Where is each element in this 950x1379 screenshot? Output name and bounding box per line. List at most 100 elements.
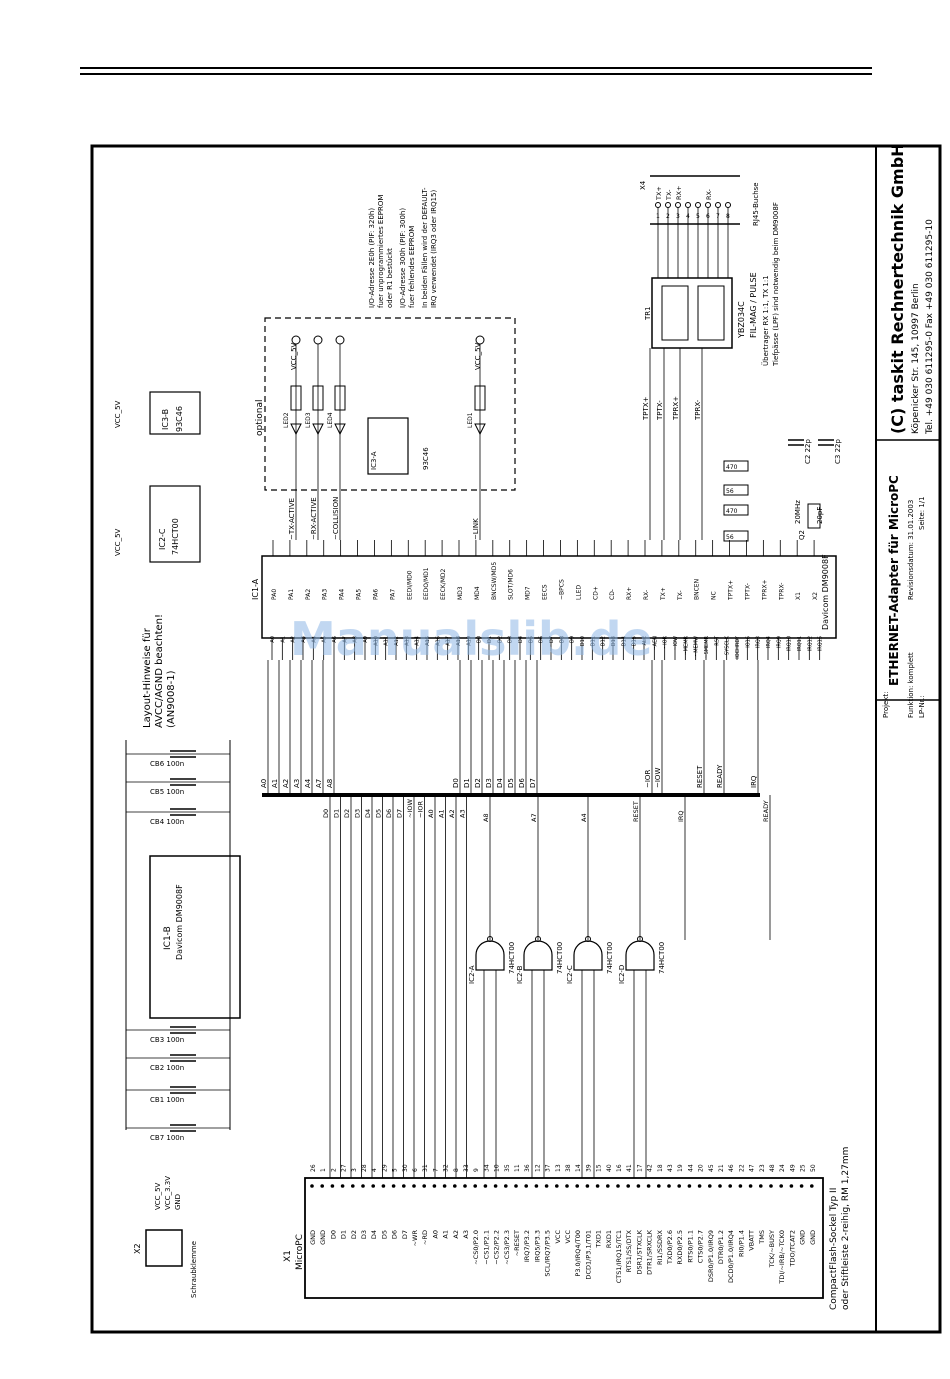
svg-text:74HCT00: 74HCT00 (171, 518, 180, 555)
x1-pin-label: RXD1 (605, 1230, 613, 1248)
ic1a-pin-label: BNCSW/MD5 (491, 562, 498, 600)
x1-pin (422, 1184, 427, 1188)
ic1a-pin-label: MD3 (457, 586, 464, 600)
eth-net-label: TPTX+ (642, 396, 650, 421)
nand-gate (625, 940, 655, 971)
rj45-pin (705, 202, 711, 208)
ic1a-pin-label: ALE (642, 636, 648, 645)
x1-pin-number: 31 (422, 1164, 429, 1172)
svg-text:Schraubklemme: Schraubklemme (190, 1241, 198, 1298)
filter-resistor (723, 484, 749, 496)
x1-pin-number: 38 (565, 1164, 572, 1172)
ic1a-pin-label: D1 (487, 636, 493, 643)
ic1a-pin-label: IRQ10 (787, 636, 793, 651)
drop-label: A4 (580, 813, 588, 822)
optional-led-box: optional LED2~TX-ACTIVELED3~RX-ACTIVELED… (255, 317, 516, 540)
xtal-cap-label: C3 22p (834, 439, 842, 464)
io-note-line: fuer unprogrammiertes EEPROM (377, 195, 385, 308)
led-ref: LED1 (467, 412, 474, 428)
bus-label: A8 (326, 779, 334, 788)
x1-pin (585, 1184, 590, 1188)
x1-pin-number: 48 (769, 1164, 776, 1172)
title-block: (C) taskit Rechnertechnik GmbH Köpenicke… (875, 143, 940, 1332)
x1-pin (330, 1184, 335, 1188)
layout-note: Layout-Hinweise für AVCC/AGND beachten! … (142, 614, 177, 728)
cap-label: CB3 100n (150, 1036, 184, 1044)
x1-pin (728, 1184, 732, 1188)
x1-pin-number: 14 (575, 1164, 582, 1172)
x1-pin-label: D4 (370, 1230, 378, 1239)
drop-label: D4 (364, 809, 372, 818)
vcc-terminal (313, 335, 323, 345)
x1-pin-number: 1 (320, 1168, 327, 1172)
svg-text:TR1: TR1 (644, 306, 652, 321)
drop-label: A2 (448, 809, 456, 818)
x1-pin-number: 36 (524, 1164, 531, 1172)
ic1a-pin-label: D7 (549, 636, 555, 643)
x1-pin (718, 1184, 722, 1188)
ic1a-pin-label: IRQ12 (807, 636, 813, 651)
ic1a-pin-label: PA1 (288, 589, 295, 600)
x1-pin (646, 1184, 651, 1188)
io-note-line: I/O-Adresse 2E0h (PIF: 320h) (368, 208, 376, 308)
vcc-label: VCC_5V (290, 342, 298, 370)
x1-pin-label: D1 (340, 1230, 348, 1239)
gate-ref: IC2-A (468, 965, 476, 984)
company-phone: Tel. +49 030 611295-0 Fax +49 030 611295… (925, 219, 935, 435)
ic1a-pin-label: A1 (280, 636, 286, 643)
x1-pin-number: 21 (718, 1164, 725, 1172)
ic1a-pin-label: RX+ (626, 587, 633, 600)
x1-pin-number: 18 (657, 1164, 664, 1172)
led-net-label: ~COLLISION (332, 497, 340, 540)
x1-pin (759, 1184, 763, 1188)
x1-pin-label: RXD0/P2.5 (676, 1230, 684, 1265)
x1-pin-number: 25 (800, 1164, 807, 1172)
svg-text:IC3-A: IC3-A (370, 451, 378, 470)
ic1a-pin-label: EEDO/MD1 (423, 567, 430, 600)
x1-pin-label: RTS1/SS/DTX (625, 1229, 633, 1272)
x1-pin-number: 16 (616, 1164, 623, 1172)
ic1a-pin-label: D8 (559, 636, 565, 643)
x1-pin-number: 50 (810, 1164, 817, 1172)
x1-pin-label: D5 (380, 1230, 388, 1239)
ic1a-pin-label: A16 (435, 636, 441, 646)
rj45-pin (665, 202, 671, 208)
bus-label: D7 (529, 778, 537, 788)
ic1a-pin-label: D11 (590, 636, 596, 646)
bus-label: D2 (474, 778, 482, 788)
svg-text:VCC_5V: VCC_5V (114, 528, 122, 556)
ic1a-pin-label: TPTX- (744, 583, 751, 601)
x1-pin-number: 8 (453, 1168, 460, 1172)
svg-text:optional: optional (255, 400, 265, 436)
x1-pin-label: ~RD (421, 1230, 429, 1245)
x1-pin (412, 1184, 416, 1188)
crystal-q2 (807, 503, 821, 529)
ic1a-pin-label: PA5 (356, 589, 363, 600)
x1-pin-label: RI1/SSDRX (656, 1229, 664, 1265)
x1-pin-label: GND (319, 1230, 327, 1245)
x1-pin-label: DTR1/SRXCLK (646, 1229, 654, 1275)
ic1a-pin-label: D6 (539, 636, 545, 643)
drop-label: D3 (354, 809, 362, 818)
rj45-pin-label: TX- (665, 189, 673, 201)
ic1a-pin-label: D4 (518, 636, 524, 643)
x1-pin-number: 13 (555, 1164, 562, 1172)
x1-pin (493, 1184, 498, 1188)
svg-text:X1: X1 (283, 1250, 293, 1262)
ic1a-pin-label: A8 (353, 636, 359, 643)
ic3b-chip: IC3-B 93C46 VCC_5V (114, 391, 201, 435)
x1-pin-label: ~CS2/P2.2 (493, 1230, 501, 1265)
ic1a-pin-label: A15 (425, 636, 431, 646)
x1-pin-number: 33 (463, 1164, 470, 1172)
ic1a-pin-label: PA6 (372, 589, 379, 600)
x1-pin (595, 1184, 600, 1188)
led-net-label: ~RX-ACTIVE (310, 497, 318, 540)
bus-label: D5 (507, 778, 515, 788)
nand-gate (523, 940, 553, 971)
drop-label: ~IOW (406, 799, 414, 818)
drop-label: A8 (482, 813, 490, 822)
x1-pin (667, 1184, 671, 1188)
svg-text:oder Stiftleiste 2-reihig, RM: oder Stiftleiste 2-reihig, RM 1,27mm (841, 1147, 851, 1310)
svg-text:IC3-B: IC3-B (161, 409, 170, 430)
